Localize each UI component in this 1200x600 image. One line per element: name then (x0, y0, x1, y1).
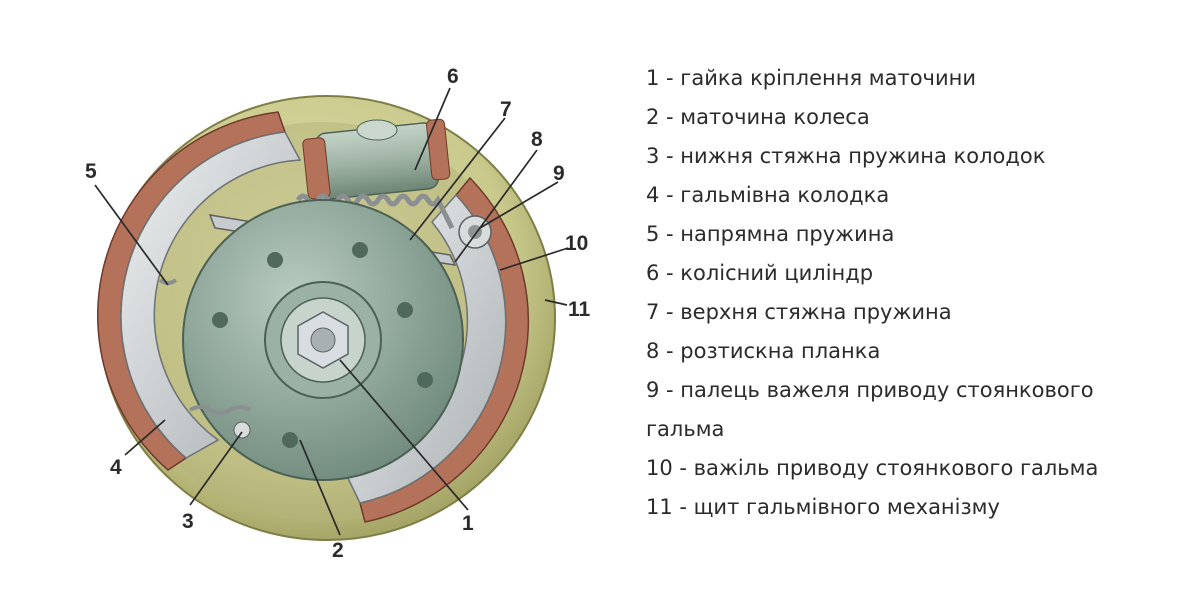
callout-7: 7 (500, 98, 512, 121)
callout-9: 9 (553, 162, 565, 185)
legend: 1 - гайка кріплення маточини 2 - маточин… (646, 59, 1166, 527)
wheel-cylinder (302, 118, 451, 200)
callout-1: 1 (462, 512, 474, 535)
callout-2: 2 (332, 539, 344, 562)
legend-item-9: 9 - палець важеля приводу стоянкового га… (646, 378, 1094, 441)
brake-mechanism-diagram: 1 2 3 4 5 6 7 8 9 10 11 (40, 40, 620, 580)
leader-lines (94, 87, 569, 536)
callout-5: 5 (85, 160, 97, 183)
legend-item-2: 2 - маточина колеса (646, 105, 870, 129)
callout-10: 10 (565, 232, 588, 255)
legend-item-6: 6 - колісний циліндр (646, 261, 874, 285)
legend-item-5: 5 - напрямна пружина (646, 222, 895, 246)
legend-item-7: 7 - верхня стяжна пружина (646, 300, 952, 324)
hub-nut (297, 311, 349, 369)
legend-item-8: 8 - розтискна планка (646, 339, 881, 363)
legend-item-10: 10 - важіль приводу стоянкового гальма (646, 456, 1099, 480)
upper-return-spring (295, 193, 455, 230)
legend-item-1: 1 - гайка кріплення маточини (646, 66, 976, 90)
brake-shoes (97, 111, 530, 523)
callout-3: 3 (182, 510, 194, 533)
guide-spring (158, 278, 178, 285)
callout-6: 6 (447, 65, 459, 88)
callout-11: 11 (568, 298, 591, 321)
callout-8: 8 (531, 128, 543, 151)
callouts: 1 2 3 4 5 6 7 8 9 10 11 (85, 65, 591, 562)
legend-item-11: 11 - щит гальмівного механізму (646, 495, 1000, 519)
legend-item-4: 4 - гальмівна колодка (646, 183, 890, 207)
callout-4: 4 (110, 456, 122, 479)
legend-item-3: 3 - нижня стяжна пружина колодок (646, 144, 1046, 168)
lower-return-spring (188, 405, 252, 439)
